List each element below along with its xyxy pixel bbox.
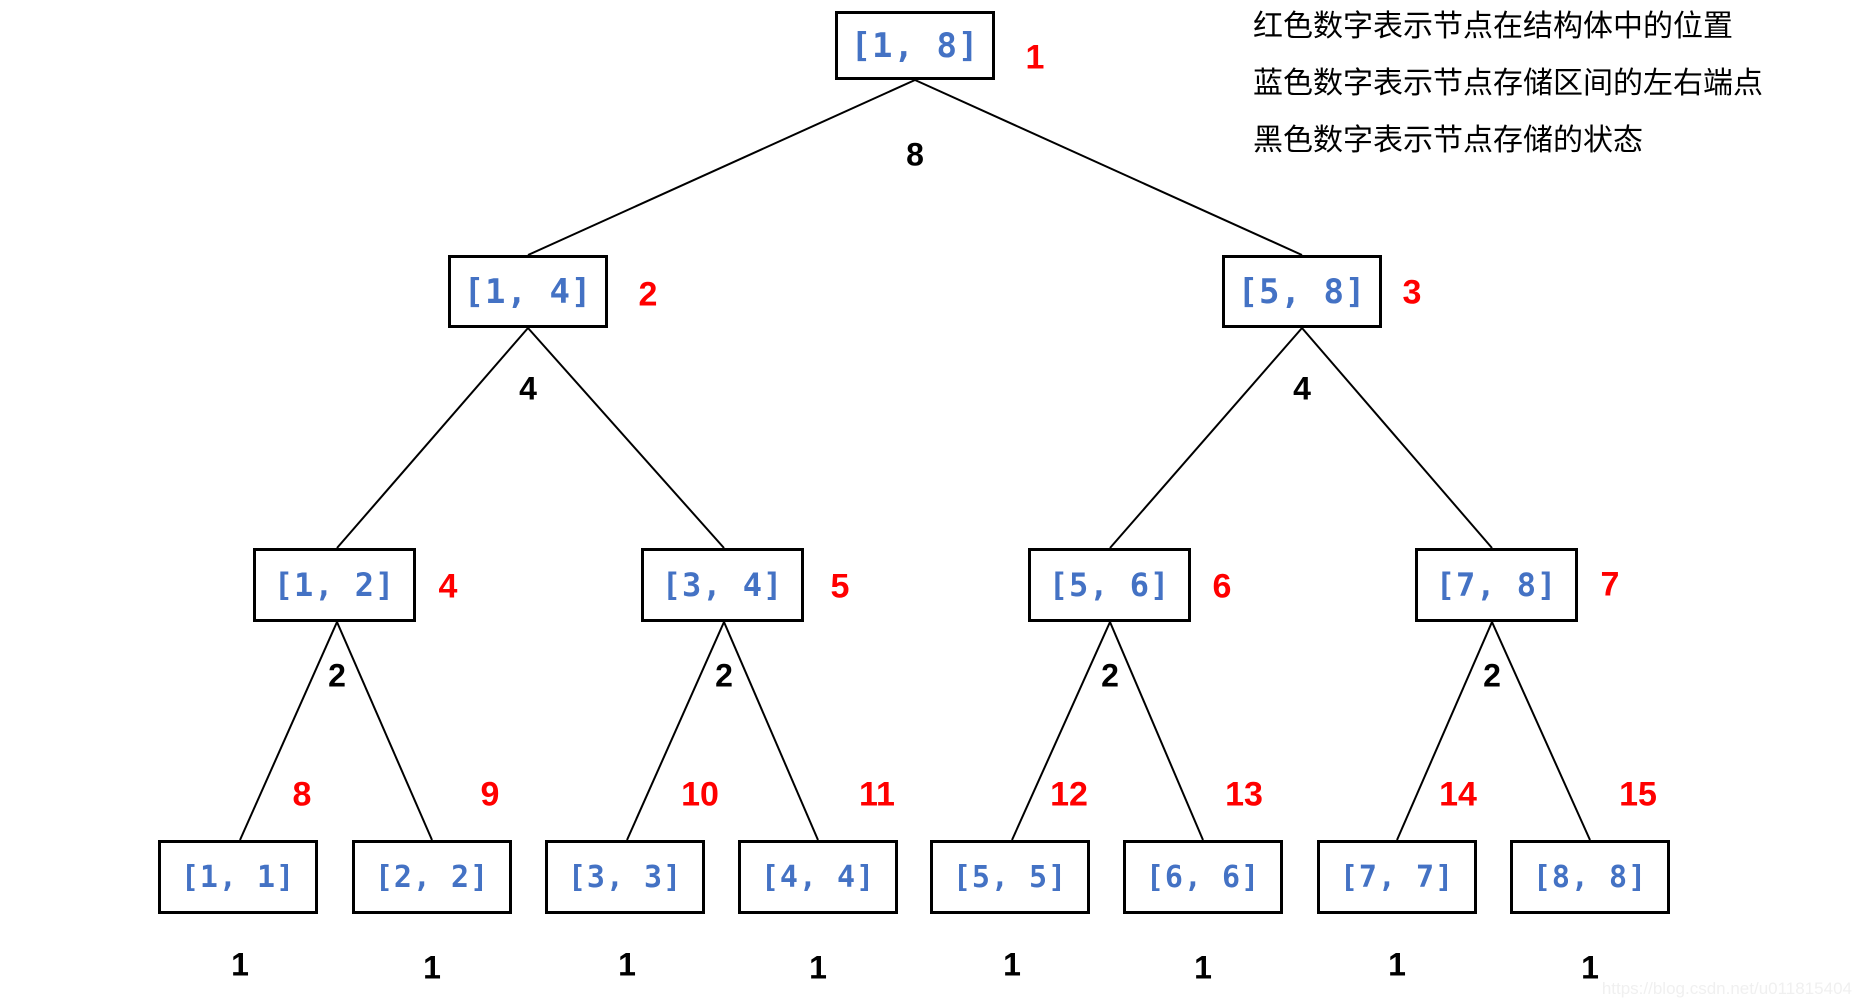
legend-line-3: 黑色数字表示节点存储的状态 bbox=[1253, 123, 1643, 158]
legend-line-2: 蓝色数字表示节点存储区间的左右端点 bbox=[1253, 66, 1763, 101]
tree-node-n3-state-label: 4 bbox=[1293, 370, 1311, 407]
tree-node-n7-state-label: 2 bbox=[1483, 657, 1501, 694]
tree-node-n4-state-label: 2 bbox=[328, 657, 346, 694]
tree-node-n10-index-label: 10 bbox=[681, 775, 719, 814]
tree-node-n15-interval-box[interactable]: [8, 8] bbox=[1510, 840, 1670, 914]
tree-node-n15-index-label: 15 bbox=[1619, 775, 1657, 814]
tree-edge-n2-n5 bbox=[527, 327, 725, 549]
tree-node-n8-state-label: 1 bbox=[231, 946, 249, 983]
tree-node-n11-interval-box[interactable]: [4, 4] bbox=[738, 840, 898, 914]
tree-node-n2-interval-box[interactable]: [1, 4] bbox=[448, 255, 608, 328]
tree-node-n5-index-label: 5 bbox=[830, 567, 850, 606]
tree-edge-n2-n4 bbox=[336, 327, 529, 549]
tree-node-n9-index-label: 9 bbox=[480, 775, 500, 814]
tree-edge-n3-n6 bbox=[1109, 327, 1303, 549]
tree-node-n14-state-label: 1 bbox=[1388, 946, 1406, 983]
watermark: https://blog.csdn.net/u011815404 bbox=[1601, 979, 1852, 998]
tree-node-n4-index-label: 4 bbox=[438, 567, 458, 606]
tree-node-n3-interval-box[interactable]: [5, 8] bbox=[1222, 255, 1382, 328]
tree-node-n8-interval-box[interactable]: [1, 1] bbox=[158, 840, 318, 914]
tree-node-n1-state-label: 8 bbox=[906, 136, 924, 173]
tree-node-n11-state-label: 1 bbox=[809, 949, 827, 986]
tree-edge-n4-n9 bbox=[336, 621, 433, 841]
tree-node-n12-interval-box[interactable]: [5, 5] bbox=[930, 840, 1090, 914]
tree-node-n1-interval-box[interactable]: [1, 8] bbox=[835, 11, 995, 80]
tree-node-n10-state-label: 1 bbox=[618, 946, 636, 983]
tree-node-n5-interval-box[interactable]: [3, 4] bbox=[641, 548, 804, 622]
tree-node-n2-index-label: 2 bbox=[638, 275, 658, 314]
tree-node-n14-interval-box[interactable]: [7, 7] bbox=[1317, 840, 1477, 914]
tree-node-n4-interval-box[interactable]: [1, 2] bbox=[253, 548, 416, 622]
tree-edge-n1-n3 bbox=[914, 79, 1303, 256]
tree-node-n9-interval-box[interactable]: [2, 2] bbox=[352, 840, 512, 914]
tree-node-n12-state-label: 1 bbox=[1003, 946, 1021, 983]
tree-node-n5-state-label: 2 bbox=[715, 657, 733, 694]
tree-node-n13-state-label: 1 bbox=[1194, 949, 1212, 986]
legend: 红色数字表示节点在结构体中的位置蓝色数字表示节点存储区间的左右端点黑色数字表示节… bbox=[1253, 12, 1853, 183]
tree-node-n11-index-label: 11 bbox=[859, 775, 895, 814]
tree-node-n2-state-label: 4 bbox=[519, 370, 537, 407]
tree-node-n9-state-label: 1 bbox=[423, 949, 441, 986]
tree-node-n13-index-label: 13 bbox=[1225, 775, 1263, 814]
legend-line-1: 红色数字表示节点在结构体中的位置 bbox=[1253, 9, 1733, 44]
tree-node-n1-index-label: 1 bbox=[1025, 38, 1045, 77]
tree-node-n10-interval-box[interactable]: [3, 3] bbox=[545, 840, 705, 914]
tree-node-n15-state-label: 1 bbox=[1581, 949, 1599, 986]
tree-node-n6-index-label: 6 bbox=[1212, 567, 1232, 606]
tree-node-n13-interval-box[interactable]: [6, 6] bbox=[1123, 840, 1283, 914]
tree-node-n8-index-label: 8 bbox=[292, 775, 312, 814]
tree-node-n12-index-label: 12 bbox=[1050, 775, 1088, 814]
tree-edge-n3-n7 bbox=[1301, 327, 1493, 549]
tree-node-n14-index-label: 14 bbox=[1439, 775, 1477, 814]
tree-edge-n5-n11 bbox=[723, 621, 819, 841]
tree-node-n7-index-label: 7 bbox=[1600, 565, 1620, 604]
tree-node-n6-interval-box[interactable]: [5, 6] bbox=[1028, 548, 1191, 622]
tree-node-n7-interval-box[interactable]: [7, 8] bbox=[1415, 548, 1578, 622]
tree-edge-n6-n13 bbox=[1109, 621, 1204, 841]
tree-edge-n1-n2 bbox=[527, 79, 916, 256]
tree-node-n6-state-label: 2 bbox=[1101, 657, 1119, 694]
tree-node-n3-index-label: 3 bbox=[1402, 273, 1422, 312]
tree-edge-n4-n8 bbox=[239, 621, 338, 841]
tree-edge-n7-n15 bbox=[1491, 621, 1591, 841]
